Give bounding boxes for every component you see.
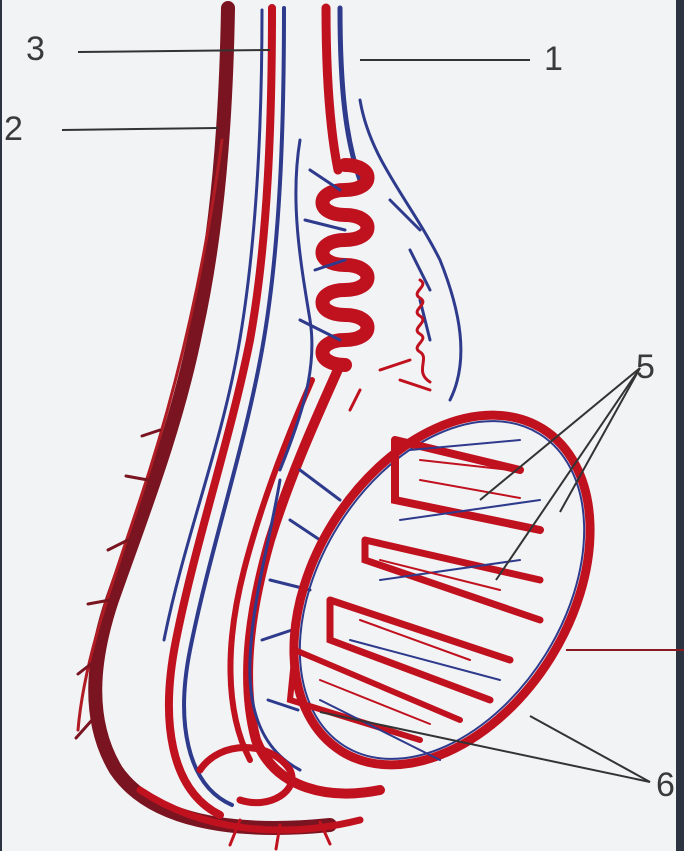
label-6: 6: [656, 768, 675, 802]
leader-lines: [62, 50, 684, 782]
leader-line-5b: [560, 368, 640, 512]
label-5: 5: [636, 350, 655, 384]
leader-line-3: [78, 50, 270, 52]
leader-line-2: [62, 128, 218, 130]
leader-line-5a: [480, 368, 640, 500]
leader-line-6b: [530, 716, 650, 782]
label-2: 2: [4, 112, 23, 146]
epididymal-vessels: [350, 280, 430, 410]
leader-line-5c: [496, 368, 640, 580]
label-3: 3: [26, 32, 45, 66]
label-1: 1: [544, 42, 563, 76]
outer-vessel-cord: [76, 8, 330, 828]
